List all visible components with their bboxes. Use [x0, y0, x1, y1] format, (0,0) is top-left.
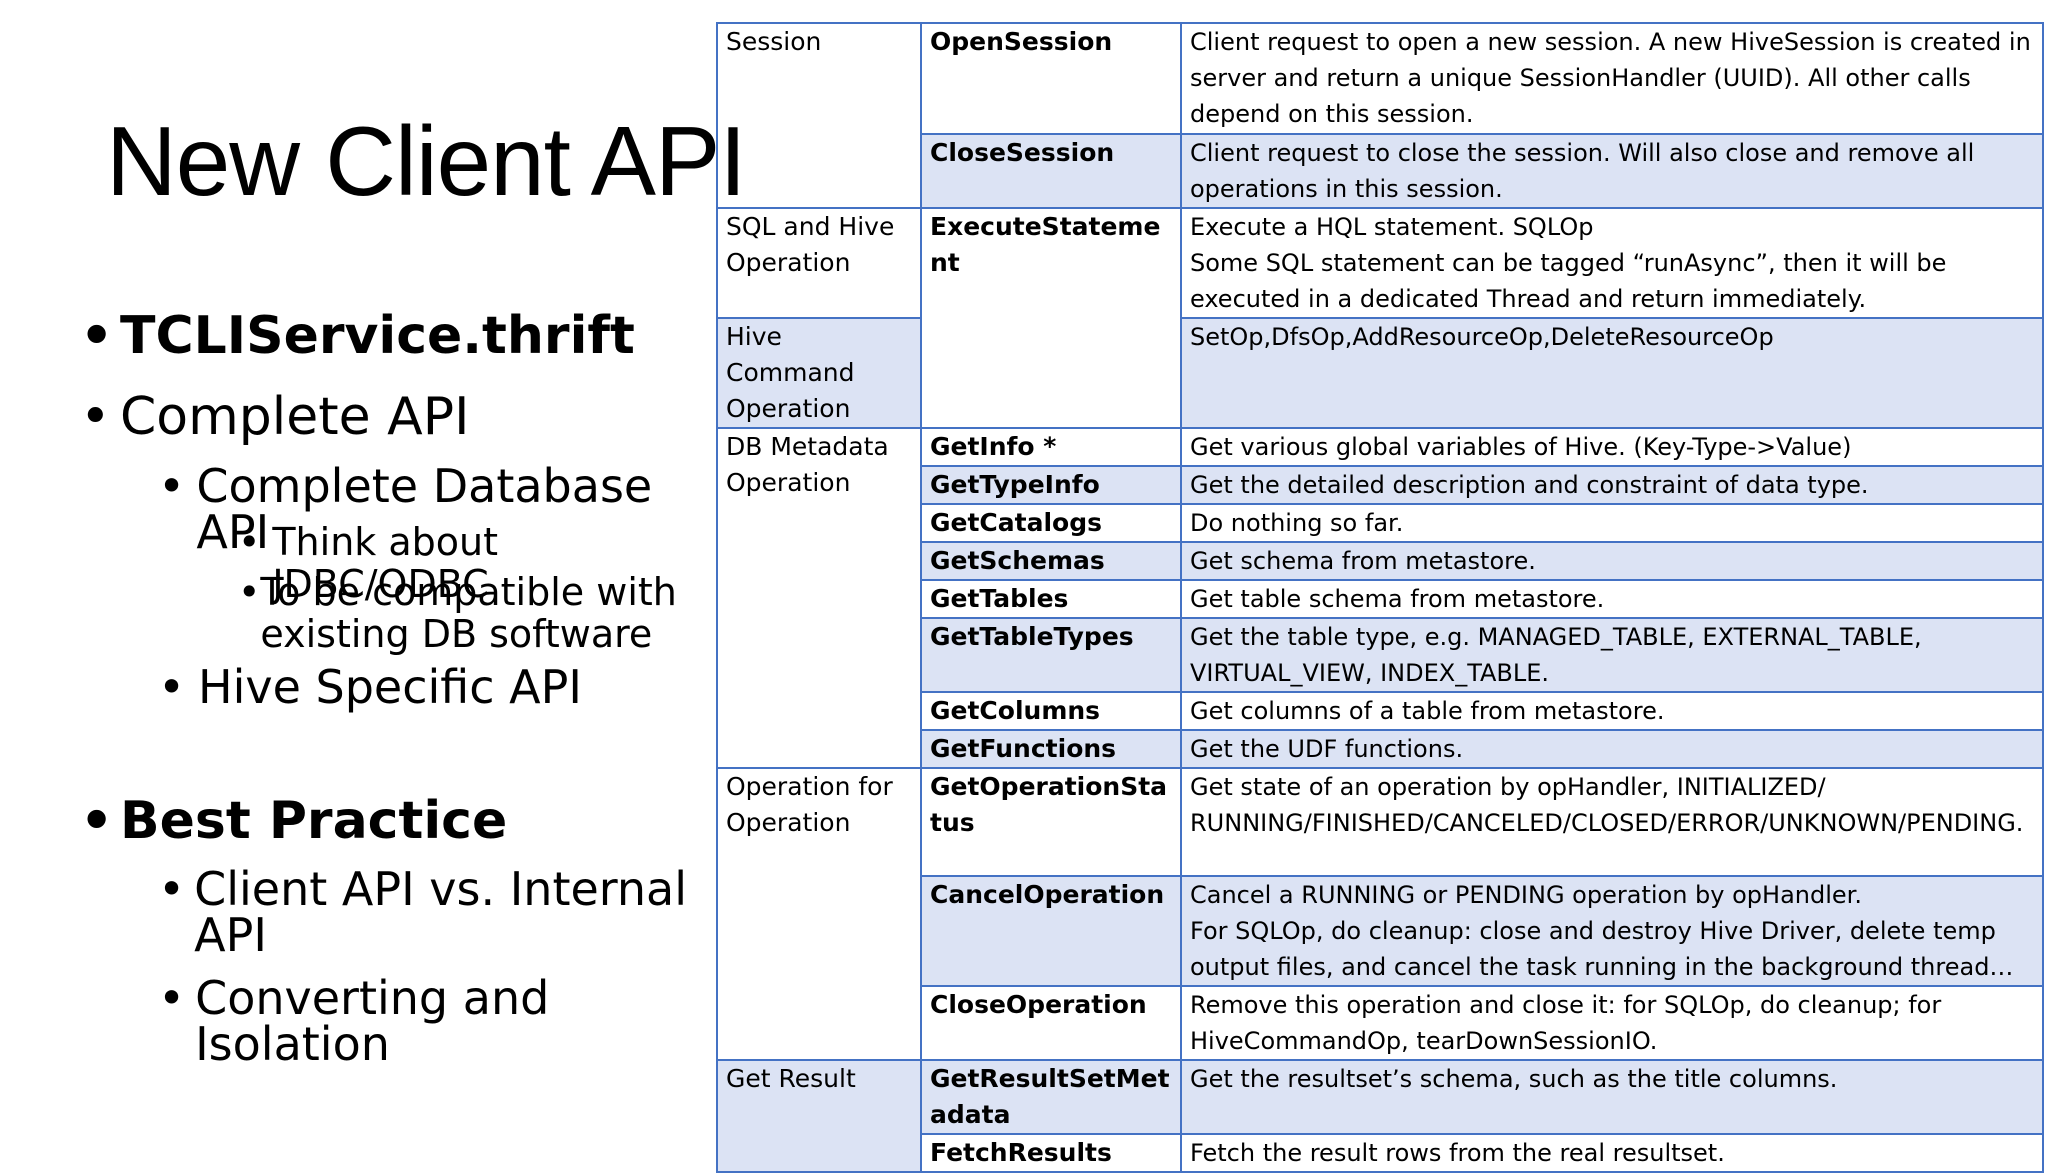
category-cell: Get Result — [716, 1059, 922, 1173]
operation-cell: GetInfo * — [920, 427, 1182, 467]
category-cell: SQL and Hive Operation — [716, 207, 922, 319]
operation-cell: GetResultSetMetadata — [920, 1059, 1182, 1135]
description-cell: Get state of an operation by opHandler, … — [1180, 767, 2044, 877]
operation-cell: OpenSession — [920, 22, 1182, 135]
table-row: CloseOperation Remove this operation and… — [717, 985, 2044, 1061]
description-cell: Remove this operation and close it: for … — [1180, 985, 2044, 1061]
operation-cell: ExecuteStatement — [920, 207, 1182, 429]
description-cell: Do nothing so far. — [1180, 503, 2044, 543]
bullet-item: • Hive Specific API — [158, 664, 718, 710]
bullet-text: Complete API — [120, 387, 470, 447]
bullet-item: • Complete Database API — [158, 463, 718, 555]
bullet-glyph: • — [158, 862, 186, 916]
operation-cell: CloseSession — [920, 133, 1182, 209]
bullet-glyph: • — [80, 791, 114, 851]
table-row: Hive Command Operation SetOp,DfsOp,AddRe… — [716, 317, 2044, 429]
bullet-text: To be compatible with existing DB softwa… — [260, 570, 677, 656]
bullet-text: Complete Database API — [196, 459, 653, 559]
bullet-item: • Best Practice — [80, 790, 507, 852]
bullet-item: • To be compatible with existing DB soft… — [238, 571, 718, 655]
description-cell: Cancel a RUNNING or PENDING operation by… — [1180, 875, 2044, 987]
operation-cell: GetTables — [920, 579, 1182, 619]
table-row: CancelOperation Cancel a RUNNING or PEND… — [717, 875, 2044, 987]
bullet-list: • TCLIService.thrift • Complete API • Co… — [0, 0, 720, 1152]
operation-cell: CancelOperation — [920, 875, 1182, 987]
bullet-text: Best Practice — [120, 791, 508, 851]
table-row: Operation for Operation GetOperationStat… — [716, 767, 2044, 1061]
operation-cell: GetTypeInfo — [920, 465, 1182, 505]
description-cell: SetOp,DfsOp,AddResourceOp,DeleteResource… — [1180, 317, 2044, 429]
bullet-glyph: • — [80, 387, 111, 447]
bullet-glyph: • — [80, 306, 114, 366]
table-row: GetSchemas Get schema from metastore. — [717, 541, 2044, 581]
bullet-text: Hive Specific API — [198, 660, 582, 714]
category-cell: Session — [716, 22, 922, 209]
operation-cell: GetColumns — [920, 691, 1182, 731]
description-cell: Get the UDF functions. — [1180, 729, 2044, 769]
bullet-item: • Converting and Isolation — [158, 975, 718, 1067]
slide-title: New Client API — [106, 106, 747, 216]
bullet-glyph: • — [158, 660, 186, 714]
table-row: GetFunctions Get the UDF functions. — [717, 729, 2044, 769]
category-cell: DB Metadata Operation — [716, 427, 922, 769]
description-cell: Execute a HQL statement. SQLOp Some SQL … — [1180, 207, 2044, 319]
operation-cell: GetCatalogs — [920, 503, 1182, 543]
api-table: Session OpenSession Client request to op… — [716, 22, 2044, 1173]
bullet-item: • TCLIService.thrift — [80, 305, 635, 367]
bullet-item: • Client API vs. Internal API — [158, 866, 718, 958]
table-row: Get Result GetResultSetMetadata Get the … — [716, 1059, 2044, 1173]
bullet-text: Client API vs. Internal API — [194, 862, 688, 962]
description-cell: Get the detailed description and constra… — [1180, 465, 2044, 505]
table-row: GetTypeInfo Get the detailed description… — [717, 465, 2044, 505]
table-row: SQL and Hive Operation ExecuteStatement … — [716, 207, 2044, 429]
bullet-glyph: • — [238, 570, 261, 614]
description-cell: Get the table type, e.g. MANAGED_TABLE, … — [1180, 617, 2044, 693]
description-cell: Get schema from metastore. — [1180, 541, 2044, 581]
description-cell: Get the resultset’s schema, such as the … — [1180, 1059, 2044, 1135]
operation-cell: CloseOperation — [920, 985, 1182, 1061]
bullet-text: Converting and Isolation — [195, 971, 550, 1071]
bullet-glyph: • — [238, 520, 261, 564]
table-row: Session OpenSession Client request to op… — [716, 22, 2044, 209]
table-row: GetTableTypes Get the table type, e.g. M… — [717, 617, 2044, 693]
description-cell: Fetch the result rows from the real resu… — [1180, 1133, 2044, 1173]
operation-cell: FetchResults — [920, 1133, 1182, 1173]
category-cell: Operation for Operation — [716, 767, 922, 1061]
description-cell: Get various global variables of Hive. (K… — [1180, 427, 2044, 467]
bullet-text: TCLIService.thrift — [120, 306, 635, 366]
bullet-item: • Think about JDBC/ODBC — [238, 521, 718, 605]
description-cell: Get table schema from metastore. — [1180, 579, 2044, 619]
description-cell: Client request to open a new session. A … — [1180, 22, 2044, 135]
operation-cell: GetFunctions — [920, 729, 1182, 769]
operation-cell: GetOperationStatus — [920, 767, 1182, 877]
operation-cell: GetTableTypes — [920, 617, 1182, 693]
bullet-text: Think about JDBC/ODBC — [272, 520, 499, 606]
operation-cell: GetSchemas — [920, 541, 1182, 581]
table-row: DB Metadata Operation GetInfo * Get vari… — [716, 427, 2044, 769]
table-row: GetTables Get table schema from metastor… — [717, 579, 2044, 619]
bullet-glyph: • — [158, 459, 186, 513]
description-cell: Get columns of a table from metastore. — [1180, 691, 2044, 731]
category-cell: Hive Command Operation — [716, 317, 922, 429]
table-row: GetColumns Get columns of a table from m… — [717, 691, 2044, 731]
bullet-item: • Complete API — [80, 386, 469, 448]
table-row: CloseSession Client request to close the… — [717, 133, 2044, 209]
description-cell: Client request to close the session. Wil… — [1180, 133, 2044, 209]
table-row: GetCatalogs Do nothing so far. — [717, 503, 2044, 543]
bullet-glyph: • — [158, 971, 186, 1025]
